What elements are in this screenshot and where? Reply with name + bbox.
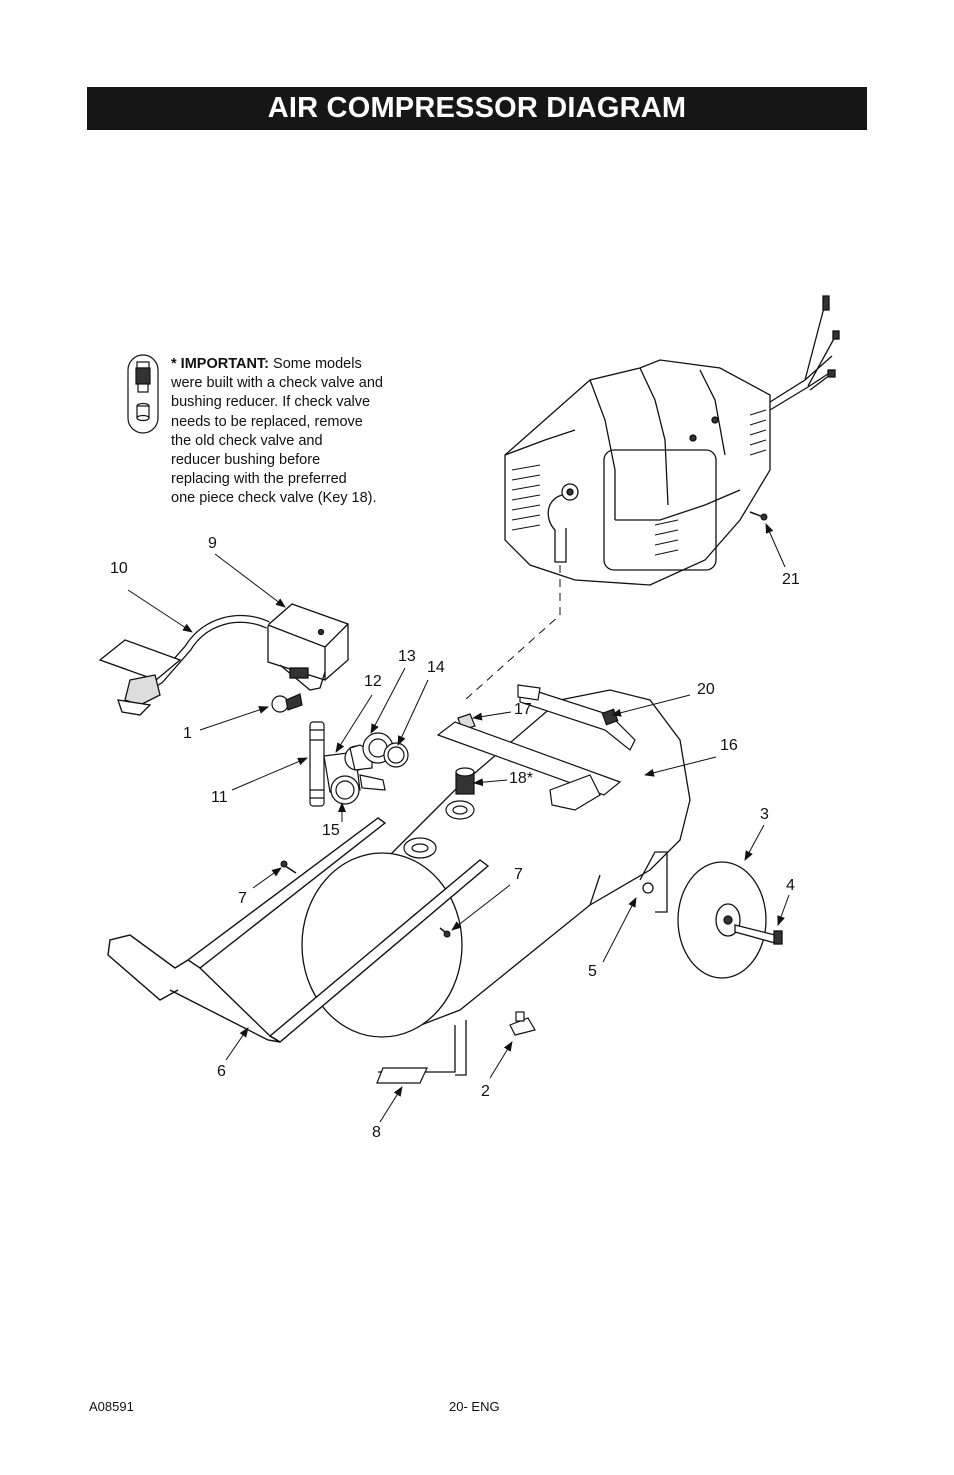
callout-9: 9 (208, 535, 217, 552)
note-line-4: needs to be replaced, remove (171, 413, 363, 430)
callout-12: 12 (364, 673, 382, 690)
callout-15: 15 (322, 822, 340, 839)
wheel-assembly (677, 861, 783, 979)
note-label: * IMPORTANT: (171, 356, 270, 372)
callout-21: 21 (782, 571, 800, 588)
callout-6: 6 (217, 1063, 226, 1080)
drain-valve (509, 1011, 536, 1036)
callout-16: 16 (720, 737, 738, 754)
note-line-6: reducer bushing before (171, 452, 321, 469)
screws (280, 511, 768, 938)
callout-18: 18* (509, 770, 533, 787)
callout-5: 5 (588, 963, 597, 980)
page-title: AIR COMPRESSOR DIAGRAM (267, 92, 687, 124)
note-line-2: were built with a check valve and (171, 375, 383, 392)
callout-14: 14 (427, 659, 445, 676)
callout-17: 17 (514, 701, 532, 718)
callout-7-right: 7 (514, 866, 523, 883)
callout-10: 10 (110, 560, 128, 577)
important-note: * IMPORTANT: Some models were built with… (171, 355, 421, 509)
doc-code: A08591 (89, 1399, 134, 1414)
handle (107, 817, 490, 1043)
safety-valve (271, 693, 303, 713)
callout-8: 8 (372, 1124, 381, 1141)
callout-11: 11 (211, 789, 228, 806)
air-line-dashed (464, 565, 561, 701)
hose-coupler (98, 614, 270, 716)
check-valve-parts (403, 713, 622, 859)
note-line-7: replacing with the preferred (171, 471, 347, 488)
leader-lines (127, 523, 790, 1123)
callout-1: 1 (183, 725, 192, 742)
note-line-1: * IMPORTANT: Some models (171, 356, 362, 372)
callout-2: 2 (481, 1083, 490, 1100)
page-number: 20- ENG (449, 1399, 500, 1414)
callout-4: 4 (786, 877, 795, 894)
tank-bracket (517, 684, 636, 751)
rubber-foot (376, 1067, 428, 1084)
callout-20: 20 (697, 681, 715, 698)
regulator-assembly (309, 721, 409, 807)
note-line-3: bushing reducer. If check valve (171, 394, 371, 411)
callout-3: 3 (760, 806, 769, 823)
callout-13: 13 (398, 648, 416, 665)
check-valve-inset-icon (127, 354, 159, 434)
note-line-5: the old check valve and (171, 432, 323, 449)
pressure-switch (267, 603, 349, 691)
callout-7-left: 7 (238, 890, 247, 907)
title-bar: AIR COMPRESSOR DIAGRAM (87, 87, 867, 130)
motor-pump-assembly (504, 295, 840, 586)
note-line-8: one piece check valve (Key 18). (171, 490, 377, 507)
